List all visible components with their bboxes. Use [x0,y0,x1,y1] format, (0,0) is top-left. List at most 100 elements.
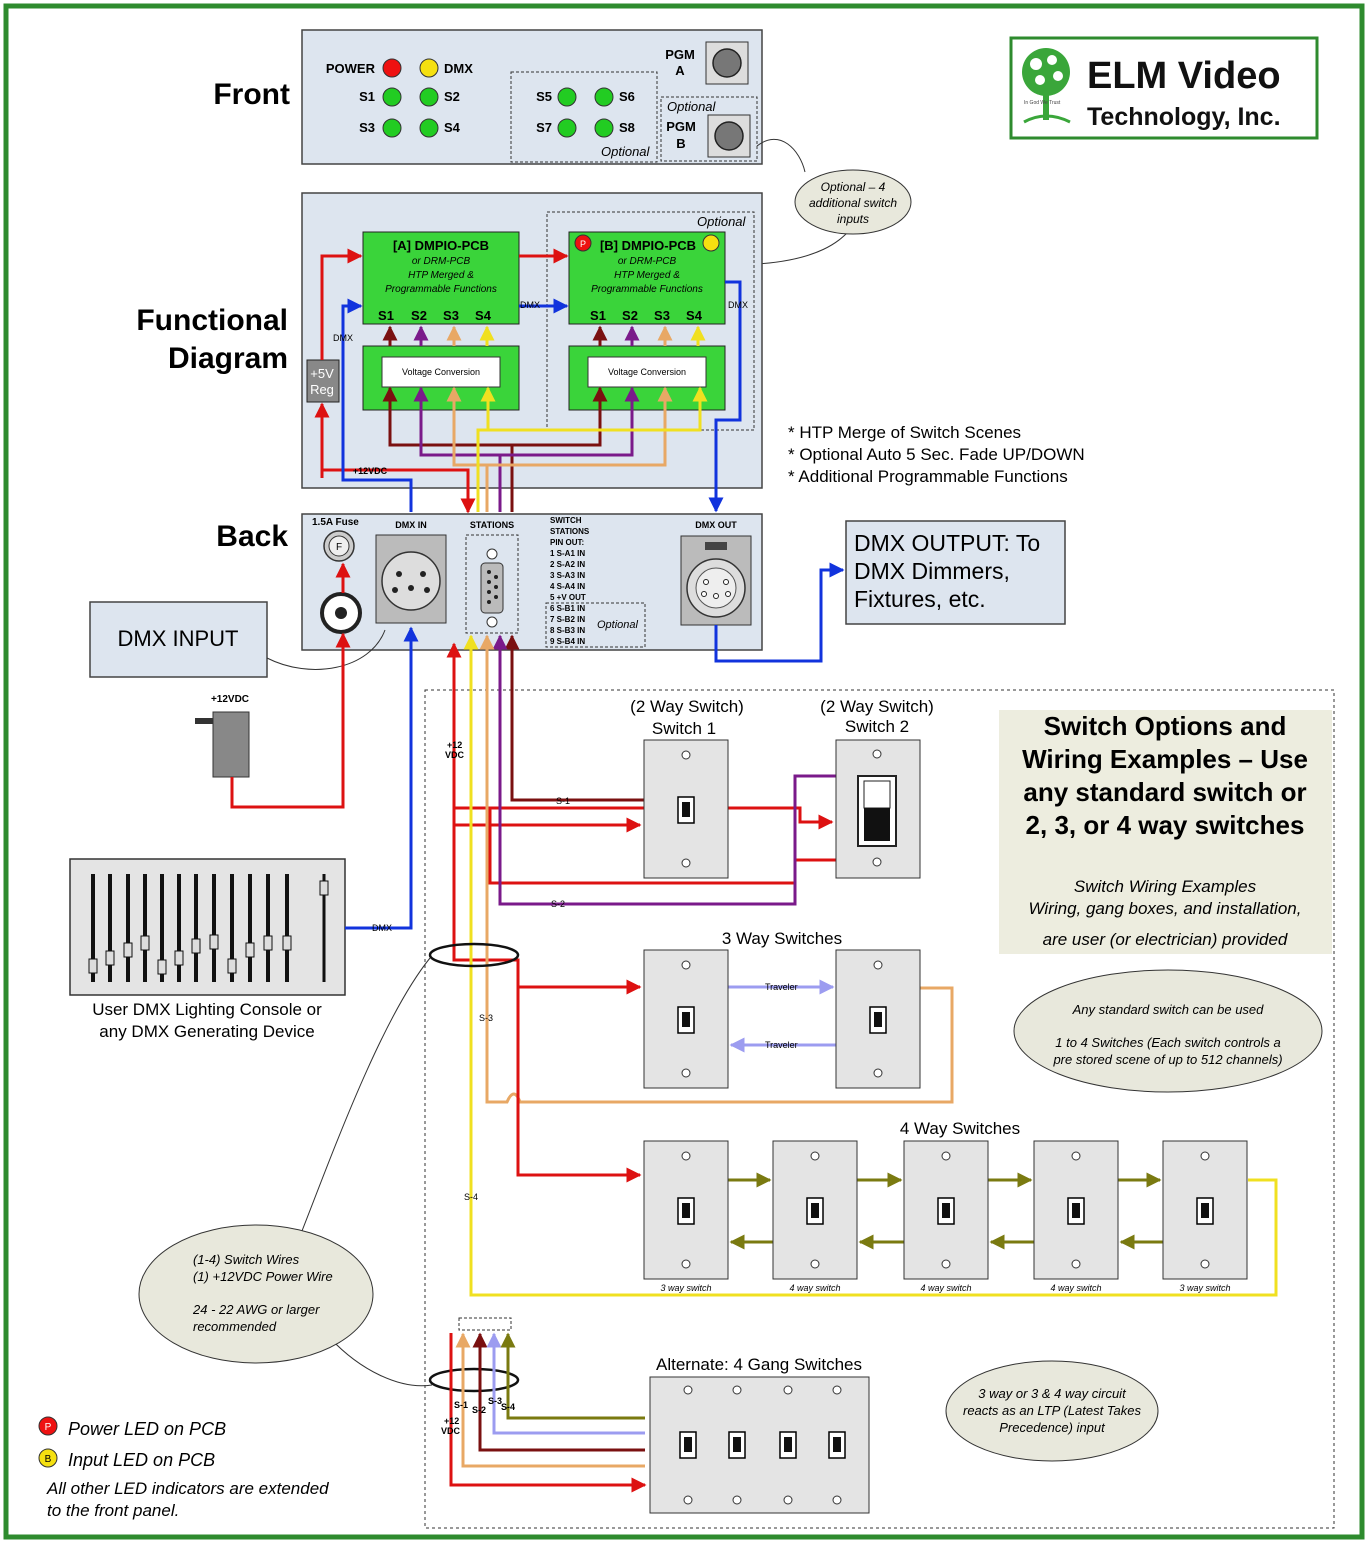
pgm-b-optional-box [660,96,758,162]
diagram-label: STATIONS [550,527,590,536]
pcb-b [568,231,726,325]
optional-inputs-line3: inputs [837,212,869,226]
diagram-label: S-4 [501,1402,515,1412]
pcb-a-s1: S1 [378,308,394,323]
sw2-type: (2 Way Switch) [820,697,934,716]
pcb-a-sub2: HTP Merged & [408,270,474,281]
diagram-label: Switch Options and [1044,711,1287,741]
fader-knob [88,958,98,974]
gang-screw [783,1385,793,1395]
s6-led [594,87,614,107]
gang-screw [832,1495,842,1505]
fader-knob [157,959,167,975]
optional-inputs-line1: Optional – 4 [821,180,886,194]
diagram-label: 1 S-A1 IN [550,549,585,558]
front-s6-label: S6 [619,89,635,104]
vdc-label: +12VDC [353,466,388,476]
pcb-b-sub3: Programmable Functions [591,284,703,295]
pgm-a-label: PGM [665,47,695,62]
diagram-label: 2 S-A2 IN [550,560,585,569]
reg-label1: +5V [310,366,334,381]
pinout-list: SWITCH STATIONS PIN OUT: 1 S-A1 IN 2 S-A… [550,516,590,646]
pcb-b-s2: S2 [622,308,638,323]
pcb-b-power-led [574,234,592,252]
pgm-b-label: PGM [666,119,696,134]
dmx-console: User DMX Lighting Console or any DMX Gen… [69,858,346,1041]
switch-caption: 3 way switch [660,1283,711,1293]
gang-screw [732,1385,742,1395]
power-led [382,58,402,78]
fader-knob [227,958,237,974]
diagram-label: reacts as an LTP (Latest Takes [963,1403,1141,1418]
pinout-optional-box [545,602,646,648]
dmx-output-line2: DMX Dimmers, [854,558,1010,584]
fader-knob [191,938,201,954]
diagram-label: 3 S-A3 IN [550,571,585,580]
pcb-a-sub3: Programmable Functions [385,284,497,295]
pcb-b-sub2: HTP Merged & [614,270,680,281]
diagram-label: 2, 3, or 4 way switches [1026,810,1305,840]
four-way-switch-5 [1162,1140,1248,1280]
voltage-b-label: Voltage Conversion [608,367,686,377]
pcb-b-s3: S3 [654,308,670,323]
four-way-title: 4 Way Switches [900,1119,1020,1138]
pcb-b-s1: S1 [590,308,606,323]
pcb-b-title: [B] DMPIO-PCB [600,238,696,253]
fader-knob [123,942,133,958]
diagram-label: SWITCH [550,516,582,525]
front-s7-label: S7 [536,120,552,135]
cable-ring-2 [428,1367,520,1393]
gang-toggle [679,1431,697,1459]
dmx-a-label: DMX [333,333,353,343]
front-dmx-label: DMX [444,61,473,76]
switch-1 [643,739,729,879]
legend-note1: All other LED indicators are extended [46,1479,329,1498]
pcb-a-sub1: or DRM-PCB [412,256,471,267]
diagram-label: PIN OUT: [550,538,584,547]
diagram-label: S-3 [488,1396,502,1406]
three-way-switch-a [643,949,729,1089]
diagram-label: +12 [444,1416,459,1426]
legend-note2: to the front panel. [47,1501,179,1520]
s7-led [557,118,577,138]
fader-knob [105,950,115,966]
diagram-label: S-4 [464,1192,478,1202]
diagram-label: Traveler [765,982,798,992]
front-s3-label: S3 [359,120,375,135]
dmx-output-line1: DMX OUTPUT: To [854,530,1040,556]
diagram-label: VDC [441,1426,461,1436]
feature-3: * Additional Programmable Functions [788,467,1068,486]
gang-toggle [728,1431,746,1459]
gang-title: Alternate: 4 Gang Switches [656,1355,862,1374]
dmx-output-box: DMX OUTPUT: To DMX Dimmers, Fixtures, et… [845,520,1066,625]
s1-led [382,87,402,107]
dmx-input-box: DMX INPUT [89,601,268,678]
diagram-label: (1-4) Switch Wires [193,1252,300,1267]
front-optional-label: Optional [601,144,651,159]
diagram-label: any standard switch or [1023,777,1306,807]
diagram-label: 3 way or 3 & 4 way circuit [978,1386,1127,1401]
dmx-led [419,58,439,78]
dmx-input-label: DMX INPUT [118,626,239,651]
diagram-label: Wiring, gang boxes, and installation, [1029,899,1302,918]
fader-knob [174,950,184,966]
gang-toggle [828,1431,846,1459]
three-way-switch-b [835,949,921,1089]
front-s8-label: S8 [619,120,635,135]
s2-led [419,87,439,107]
diagram-label: 1 to 4 Switches (Each switch controls a [1055,1035,1280,1050]
gang-screw [683,1495,693,1505]
wires-callout: (1-4) Switch Wires (1) +12VDC Power Wire… [138,957,433,1387]
fader-knob [263,935,273,951]
dmx-out-label: DMX OUT [695,520,737,530]
switch-caption: 3 way switch [1179,1283,1230,1293]
gang-screw [732,1495,742,1505]
legend-input: Input LED on PCB [68,1450,215,1470]
pcb-b-sub1: or DRM-PCB [618,256,677,267]
fader-knob [282,935,292,951]
diagram-label: 7 S-B2 IN [550,615,585,624]
diagram-label: B [45,1454,52,1465]
pgm-b-optional-label: Optional [667,99,717,114]
diagram-label: S-1 [556,796,570,806]
switch-caption: 4 way switch [920,1283,971,1293]
